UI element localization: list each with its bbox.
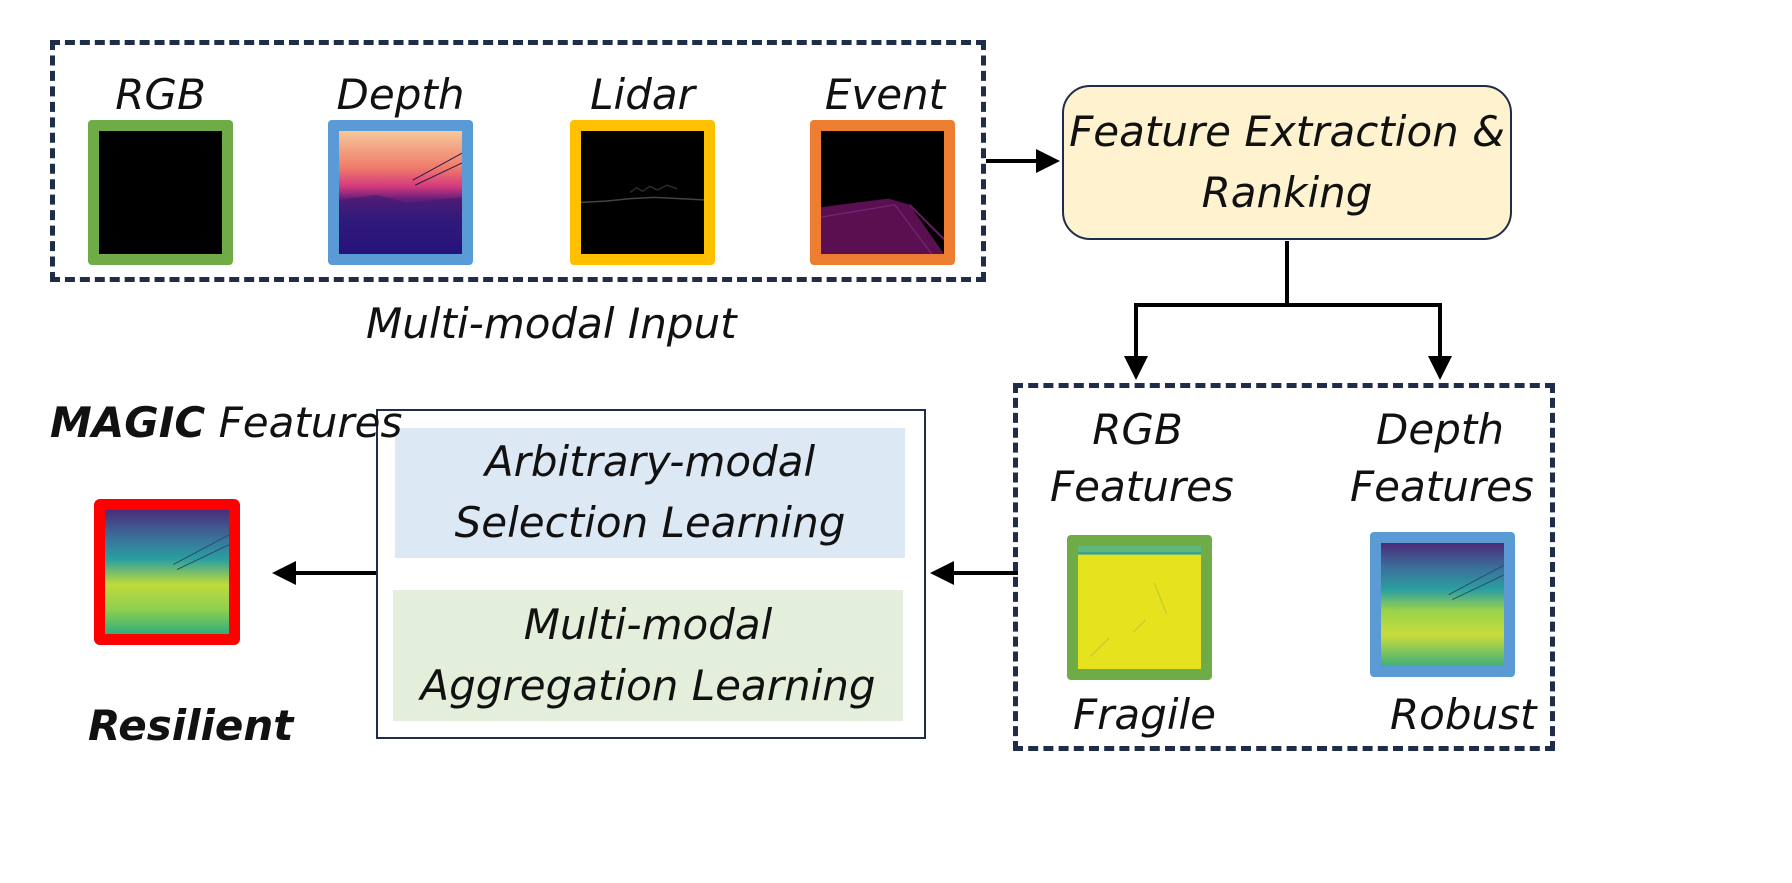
robust-tag: Robust [1390, 690, 1537, 739]
selection-learning-module: Arbitrary-modal Selection Learning [395, 428, 905, 558]
aggregation-learning-module: Multi-modal Aggregation Learning [393, 590, 903, 721]
depth-image-thumbnail [328, 120, 473, 265]
depth-features-line1: Depth [1376, 405, 1504, 454]
magic-title-bold: MAGIC [50, 398, 206, 447]
depth-features-label: Depth Features [1350, 402, 1534, 515]
feature-extraction-box: Feature Extraction & Ranking [1062, 85, 1512, 240]
lidar-label: Lidar [590, 70, 695, 119]
resilient-tag: Resilient [88, 701, 294, 750]
magic-feature-map [94, 499, 240, 645]
selection-learning-line2: Selection Learning [454, 498, 846, 547]
aggregation-learning-line1: Multi-modal [523, 599, 773, 649]
rgb-feature-map [1067, 535, 1212, 680]
lidar-image-thumbnail [570, 120, 715, 265]
rgb-image-thumbnail [88, 120, 233, 265]
fragile-tag: Fragile [1073, 690, 1217, 739]
rgb-features-label: RGB Features [1050, 402, 1234, 515]
magic-features-title: MAGIC Features [50, 402, 402, 444]
feature-extraction-line2: Ranking [1201, 167, 1373, 217]
magic-title-rest: Features [218, 398, 403, 447]
extraction-to-features-arrow [1124, 241, 1452, 380]
aggregation-learning-line2: Aggregation Learning [420, 660, 876, 710]
rgb-features-line1: RGB [1092, 405, 1183, 454]
depth-label: Depth [336, 70, 465, 119]
depth-feature-map [1370, 532, 1515, 677]
rgb-label: RGB [115, 70, 206, 119]
multimodal-input-caption: Multi-modal Input [366, 299, 737, 348]
rgb-features-line2: Features [1050, 461, 1234, 511]
event-image-thumbnail [810, 120, 955, 265]
event-label: Event [824, 70, 946, 119]
depth-features-line2: Features [1350, 461, 1534, 511]
multimodal-input-group [50, 40, 986, 282]
selection-learning-line1: Arbitrary-modal [484, 437, 816, 487]
feature-extraction-line1: Feature Extraction & [1069, 106, 1505, 156]
modality-features-group [1013, 383, 1555, 751]
